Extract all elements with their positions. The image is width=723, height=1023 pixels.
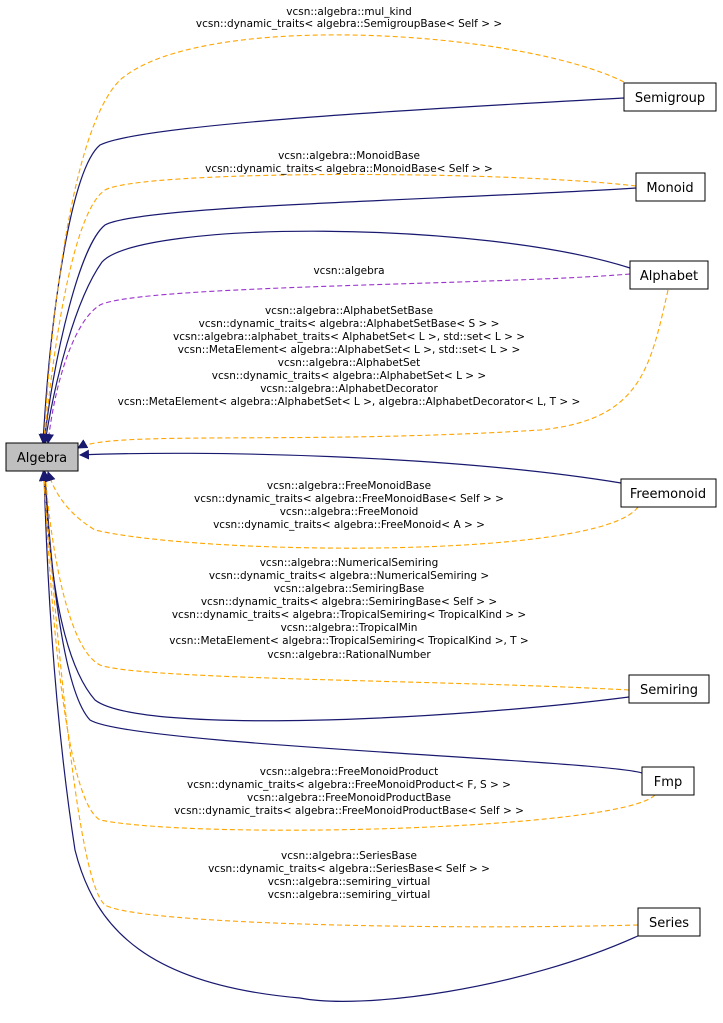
label-semiring: vcsn::algebra::NumericalSemiring vcsn::d… [169, 557, 528, 661]
svg-text:vcsn::algebra::NumericalSemiri: vcsn::algebra::NumericalSemiring [260, 557, 439, 569]
edge-freemonoid-algebra [79, 449, 622, 484]
node-freemonoid[interactable]: Freemonoid [620, 478, 717, 508]
label-fmp: vcsn::algebra::FreeMonoidProduct vcsn::d… [174, 766, 524, 817]
svg-text:vcsn::algebra::AlphabetSet: vcsn::algebra::AlphabetSet [278, 357, 421, 369]
node-alphabet[interactable]: Alphabet [629, 260, 709, 290]
node-semiring[interactable]: Semiring [628, 674, 710, 704]
svg-text:vcsn::algebra::FreeMonoid: vcsn::algebra::FreeMonoid [280, 506, 419, 518]
svg-text:vcsn::MetaElement< algebra::Al: vcsn::MetaElement< algebra::AlphabetSet<… [178, 344, 521, 356]
label-alphabet: vcsn::algebra::AlphabetSetBase vcsn::dyn… [118, 305, 581, 408]
svg-text:vcsn::dynamic_traits< algebra:: vcsn::dynamic_traits< algebra::AlphabetS… [199, 318, 500, 330]
edge-semigroup-usage [39, 34, 625, 444]
svg-text:vcsn::dynamic_traits< algebra:: vcsn::dynamic_traits< algebra::SeriesBas… [208, 863, 490, 875]
svg-text:vcsn::algebra::mul_kind: vcsn::algebra::mul_kind [286, 6, 412, 18]
svg-text:vcsn::algebra::semiring_virtua: vcsn::algebra::semiring_virtual [268, 876, 431, 888]
edge-fmp-algebra [40, 471, 643, 774]
edge-series-algebra [39, 471, 641, 1002]
svg-text:vcsn::dynamic_traits< algebra:: vcsn::dynamic_traits< algebra::Semigroup… [196, 18, 502, 30]
svg-text:vcsn::dynamic_traits< algebra:: vcsn::dynamic_traits< algebra::MonoidBas… [205, 163, 493, 175]
svg-text:Alphabet: Alphabet [640, 269, 698, 284]
svg-text:vcsn::dynamic_traits< algebra:: vcsn::dynamic_traits< algebra::FreeMonoi… [213, 519, 485, 531]
svg-text:vcsn::algebra::RationalNumber: vcsn::algebra::RationalNumber [267, 649, 431, 661]
svg-text:Monoid: Monoid [646, 181, 693, 196]
svg-text:vcsn::algebra::FreeMonoidBase: vcsn::algebra::FreeMonoidBase [267, 480, 431, 492]
edge-alphabet-namespace [44, 273, 631, 444]
svg-text:vcsn::dynamic_traits< algebra:: vcsn::dynamic_traits< algebra::Numerical… [209, 570, 489, 582]
edge-monoid-algebra [40, 187, 637, 444]
svg-text:vcsn::algebra::SeriesBase: vcsn::algebra::SeriesBase [281, 850, 417, 862]
edge-series-usage [38, 471, 639, 928]
svg-text:vcsn::dynamic_traits< algebra:: vcsn::dynamic_traits< algebra::FreeMonoi… [174, 805, 524, 817]
node-semigroup[interactable]: Semigroup [623, 82, 717, 112]
svg-text:vcsn::algebra::SemiringBase: vcsn::algebra::SemiringBase [274, 583, 425, 595]
svg-text:vcsn::dynamic_traits< algebra:: vcsn::dynamic_traits< algebra::TropicalS… [172, 609, 526, 621]
svg-text:Algebra: Algebra [17, 451, 67, 466]
usage-edges [38, 34, 669, 928]
svg-text:vcsn::algebra::semiring_virtua: vcsn::algebra::semiring_virtual [268, 889, 431, 901]
svg-text:vcsn::algebra: vcsn::algebra [313, 265, 384, 277]
label-alphabet-namespace: vcsn::algebra [313, 265, 384, 277]
svg-text:Freemonoid: Freemonoid [630, 487, 706, 502]
edge-monoid-usage [39, 173, 637, 444]
node-fmp[interactable]: Fmp [641, 766, 695, 796]
label-semigroup: vcsn::algebra::mul_kind vcsn::dynamic_tr… [196, 6, 502, 30]
svg-text:vcsn::dynamic_traits< algebra:: vcsn::dynamic_traits< algebra::SemiringB… [201, 596, 497, 608]
svg-text:vcsn::MetaElement< algebra::Al: vcsn::MetaElement< algebra::AlphabetSet<… [118, 396, 581, 408]
label-series: vcsn::algebra::SeriesBase vcsn::dynamic_… [208, 850, 490, 901]
svg-text:vcsn::dynamic_traits< algebra:: vcsn::dynamic_traits< algebra::FreeMonoi… [187, 779, 511, 791]
label-freemonoid: vcsn::algebra::FreeMonoidBase vcsn::dyna… [194, 480, 504, 531]
inheritance-edges [38, 97, 643, 1002]
svg-text:vcsn::algebra::MonoidBase: vcsn::algebra::MonoidBase [278, 150, 420, 162]
svg-text:Series: Series [649, 916, 689, 931]
svg-text:vcsn::algebra::FreeMonoidProdu: vcsn::algebra::FreeMonoidProductBase [247, 792, 451, 804]
svg-text:vcsn::algebra::FreeMonoidProdu: vcsn::algebra::FreeMonoidProduct [260, 766, 438, 778]
svg-text:vcsn::MetaElement< algebra::Tr: vcsn::MetaElement< algebra::TropicalSemi… [169, 635, 528, 647]
svg-text:vcsn::dynamic_traits< algebra:: vcsn::dynamic_traits< algebra::FreeMonoi… [194, 493, 504, 505]
svg-text:vcsn::algebra::TropicalMin: vcsn::algebra::TropicalMin [281, 622, 418, 634]
node-series[interactable]: Series [637, 907, 701, 937]
edge-alphabet-algebra [41, 230, 631, 444]
edge-fmp-usage [39, 471, 656, 831]
label-monoid: vcsn::algebra::MonoidBase vcsn::dynamic_… [205, 150, 493, 175]
svg-text:vcsn::algebra::alphabet_traits: vcsn::algebra::alphabet_traits< Alphabet… [173, 331, 525, 343]
node-monoid[interactable]: Monoid [635, 172, 706, 202]
svg-text:Fmp: Fmp [654, 775, 682, 790]
svg-text:Semiring: Semiring [640, 683, 698, 698]
svg-text:vcsn::algebra::AlphabetDecorat: vcsn::algebra::AlphabetDecorator [260, 383, 438, 395]
node-algebra[interactable]: Algebra [5, 442, 79, 472]
edge-freemonoid-usage [45, 471, 639, 549]
svg-text:Semigroup: Semigroup [635, 91, 705, 106]
svg-text:vcsn::algebra::AlphabetSetBase: vcsn::algebra::AlphabetSetBase [265, 305, 433, 317]
edge-alphabet-usage [77, 289, 669, 449]
svg-text:vcsn::dynamic_traits< algebra:: vcsn::dynamic_traits< algebra::AlphabetS… [212, 370, 486, 382]
